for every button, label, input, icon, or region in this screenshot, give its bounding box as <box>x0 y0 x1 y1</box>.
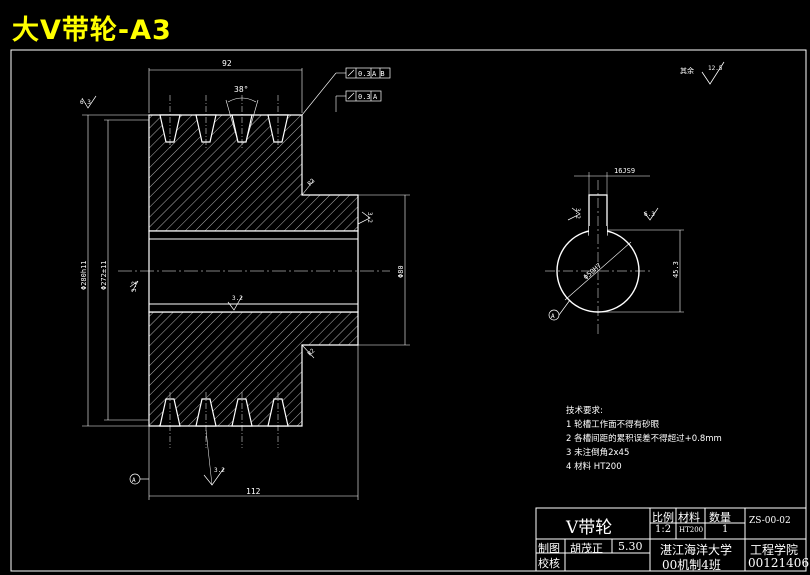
college-name: 工程学院 <box>750 543 799 557</box>
svg-text:3.2: 3.2 <box>131 281 138 292</box>
dim-hub-80: Φ80 <box>397 265 405 278</box>
part-name: V带轮 <box>566 518 613 538</box>
quantity-label: 数量 <box>709 511 731 524</box>
svg-text:A: A <box>551 313 555 320</box>
dim-pd-272: Φ272±11 <box>100 260 108 290</box>
quantity-value: 1 <box>722 524 729 535</box>
svg-text:其余: 其余 <box>680 66 694 75</box>
svg-text:0.3: 0.3 <box>358 70 371 78</box>
dim-keyway-width: 16JS9 <box>614 167 635 175</box>
tolerance-frame-runout-a: 0.3 A <box>335 90 382 112</box>
requirement-item: 1 轮槽工作面不得有砂眼 <box>566 420 660 430</box>
lower-grooves <box>159 398 289 427</box>
svg-text:A B: A B <box>372 70 385 78</box>
ra-left-top: 6.3 <box>80 99 91 106</box>
svg-text:R2: R2 <box>306 177 316 187</box>
material-label: 材料 <box>678 511 700 524</box>
requirement-item: 2 各槽间距的累积误差不得超过+0.8mm <box>566 434 722 444</box>
drawn-by: 胡茂正 <box>570 542 603 555</box>
dim-keyway-depth: 45.3 <box>672 261 680 278</box>
drawing-title: 大V带轮-A3 <box>12 15 172 46</box>
dim-bore-diameter: Φ50H7 <box>582 262 603 282</box>
lower-section-hatch <box>148 311 359 427</box>
svg-text:0.3: 0.3 <box>358 93 371 101</box>
svg-text:A: A <box>373 93 378 101</box>
svg-text:12.5: 12.5 <box>708 65 723 72</box>
dim-groove-angle: 38° <box>234 85 248 94</box>
drawn-date: 5.30 <box>618 540 643 553</box>
svg-text:A: A <box>132 477 136 484</box>
bore-end-view: Φ50H7 16JS9 45.3 3.2 6.3 A <box>545 167 684 335</box>
school-name: 湛江海洋大学 <box>660 543 733 557</box>
svg-text:3.2: 3.2 <box>214 467 225 474</box>
svg-text:3.2: 3.2 <box>574 208 581 219</box>
student-id: 00121406 <box>748 556 810 570</box>
svg-text:R2: R2 <box>306 347 316 357</box>
technical-requirements: 技术要求: 1 轮槽工作面不得有砂眼 2 各槽间距的累积误差不得超过+0.8mm… <box>566 404 722 474</box>
dim-length-112: 112 <box>246 487 261 496</box>
dim-width-92: 92 <box>222 59 232 68</box>
svg-text:6.3: 6.3 <box>644 211 655 218</box>
scale-label: 比例 <box>652 511 674 524</box>
ra-bore: 3.2 <box>232 295 243 302</box>
pulley-section-view: 92 38° 0.3 A B 0.3 A <box>80 59 410 500</box>
drawn-label: 制图 <box>538 542 560 555</box>
title-block <box>535 507 807 572</box>
bore <box>148 230 359 313</box>
upper-section-hatch <box>148 114 359 232</box>
requirement-item: 4 材料 HT200 <box>566 462 622 472</box>
checked-label: 校核 <box>538 557 560 570</box>
drawing-number: ZS-00-02 <box>749 516 791 526</box>
tolerance-frame-runout-ab: 0.3 A B <box>301 67 391 116</box>
general-surface-roughness: 其余 12.5 <box>680 61 725 85</box>
requirements-heading: 技术要求: <box>566 406 603 416</box>
dim-od-280: Φ280h11 <box>80 260 88 290</box>
svg-text:3.2: 3.2 <box>366 212 373 223</box>
class-name: 00机制4班 <box>662 558 721 572</box>
drawing-border <box>10 49 807 572</box>
scale-value: 1:2 <box>655 524 672 535</box>
material-value: HT200 <box>679 526 704 534</box>
requirement-item: 3 未注倒角2x45 <box>566 448 630 458</box>
